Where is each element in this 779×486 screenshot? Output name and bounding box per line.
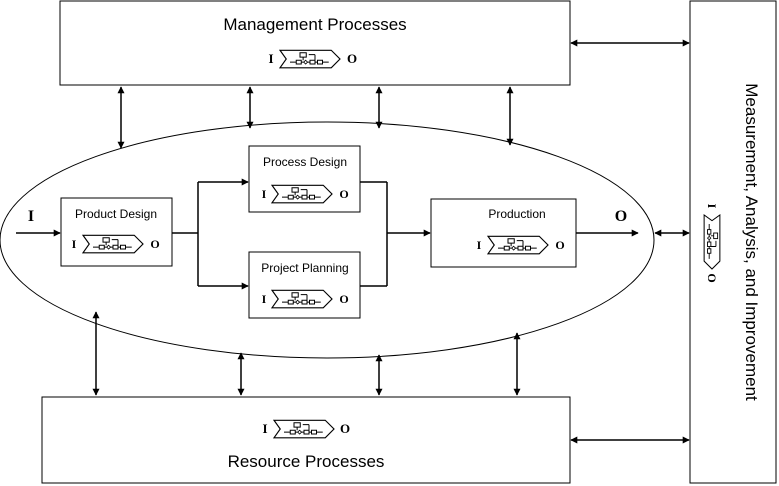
process-design-flow-icon (271, 184, 333, 204)
product-design-output-label: O (150, 237, 159, 251)
product-design-label: Product Design (75, 207, 157, 221)
measurement-box (689, 0, 777, 484)
measurement-input-label: I (705, 204, 719, 209)
management-label: Management Processes (223, 15, 406, 34)
measurement-label: Measurement, Analysis, and Improvement (742, 83, 761, 401)
product-design-box (60, 197, 173, 267)
management-box (59, 0, 571, 86)
management-flow-icon (279, 49, 341, 69)
measurement-output-label: O (705, 273, 719, 282)
production-label: Production (488, 207, 545, 221)
project-planning-flow-icon (271, 289, 333, 309)
production-output-label: O (555, 238, 564, 252)
production-box (430, 198, 577, 268)
project-planning-output-label: O (339, 292, 348, 306)
main-input-label: I (28, 208, 34, 225)
resource-box (41, 396, 571, 484)
product-design-input-label: I (72, 237, 77, 251)
resource-output-label: O (340, 421, 350, 436)
process-design-label: Process Design (263, 155, 347, 169)
product-design-flow-icon (82, 234, 144, 254)
process-design-input-label: I (262, 187, 267, 201)
process-design-output-label: O (339, 187, 348, 201)
project-planning-label: Project Planning (261, 261, 348, 275)
measurement-flow-group: I O (703, 204, 721, 283)
production-flow-icon (487, 235, 549, 255)
production-input-label: I (477, 238, 482, 252)
core-process-ellipse (0, 121, 655, 359)
main-output-label: O (615, 208, 627, 225)
project-planning-input-label: I (262, 292, 267, 306)
management-input-label: I (268, 51, 273, 66)
resource-label: Resource Processes (228, 452, 385, 471)
resource-input-label: I (262, 421, 267, 436)
measurement-flow-icon (703, 214, 721, 270)
management-output-label: O (347, 51, 357, 66)
resource-flow-icon (273, 419, 335, 439)
